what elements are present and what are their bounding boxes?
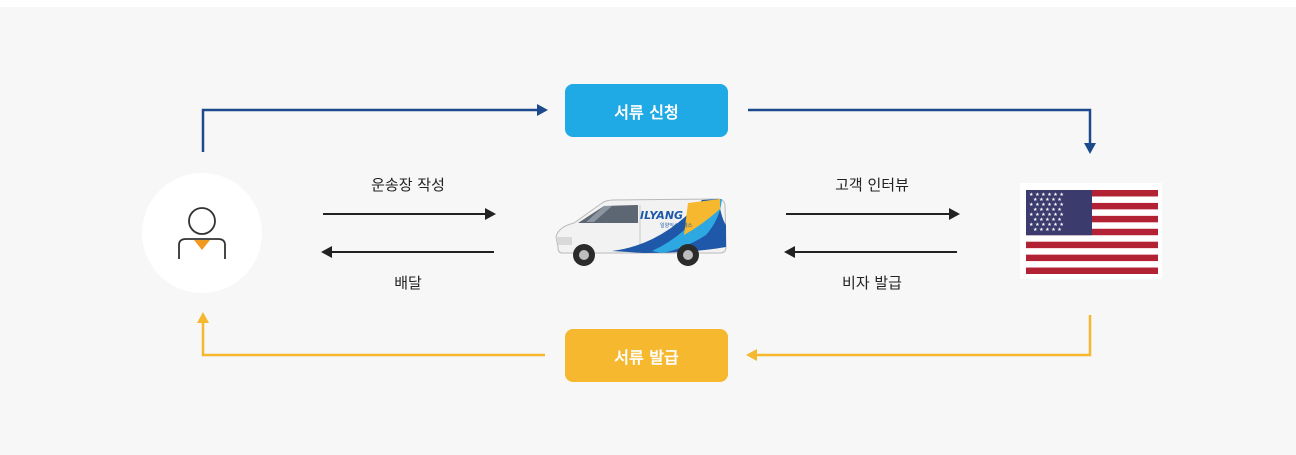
customer-avatar	[142, 173, 262, 293]
request-line-right	[748, 108, 1092, 146]
embassy-arrowhead	[1084, 143, 1096, 154]
delivery-label: 배달	[394, 274, 422, 292]
visa-label: 비자 발급	[842, 274, 902, 292]
waybill-label: 운송장 작성	[371, 176, 445, 194]
svg-text:★ ★ ★ ★ ★ ★: ★ ★ ★ ★ ★ ★	[1029, 202, 1064, 208]
delivery-arrowhead	[321, 246, 332, 258]
van-brand-kr-text: 일양익스프레스	[660, 222, 693, 229]
us-flag-icon: ★ ★ ★ ★ ★ ★ ★ ★ ★ ★ ★ ★ ★ ★ ★ ★ ★ ★ ★ ★ …	[1020, 183, 1162, 279]
issue-arrowhead	[746, 349, 757, 361]
svg-text:★ ★ ★ ★ ★ ★: ★ ★ ★ ★ ★ ★	[1029, 222, 1064, 228]
svg-text:★ ★ ★ ★ ★: ★ ★ ★ ★ ★	[1033, 217, 1062, 223]
svg-text:★ ★ ★ ★ ★ ★: ★ ★ ★ ★ ★ ★	[1029, 192, 1064, 198]
request-arrowhead	[537, 104, 548, 116]
issue-line-left	[201, 320, 545, 357]
svg-text:★ ★ ★ ★ ★: ★ ★ ★ ★ ★	[1033, 197, 1062, 203]
svg-text:★ ★ ★ ★ ★: ★ ★ ★ ★ ★	[1033, 227, 1062, 233]
request-documents-button[interactable]: 서류 신청	[565, 84, 728, 137]
interview-arrowhead	[949, 208, 960, 220]
visa-arrowhead	[784, 246, 795, 258]
delivery-van-icon: ILYANG 일양익스프레스	[555, 198, 727, 266]
customer-arrowhead	[197, 312, 209, 323]
issue-line-right	[755, 315, 1092, 357]
issue-documents-button[interactable]: 서류 발급	[565, 329, 728, 382]
user-icon	[178, 207, 226, 259]
waybill-arrowhead	[485, 208, 496, 220]
request-line-left	[201, 108, 540, 152]
van-brand-text: ILYANG	[640, 209, 683, 222]
svg-text:★ ★ ★ ★ ★: ★ ★ ★ ★ ★	[1033, 207, 1062, 213]
svg-text:★ ★ ★ ★ ★ ★: ★ ★ ★ ★ ★ ★	[1029, 212, 1064, 218]
interview-label: 고객 인터뷰	[835, 176, 909, 194]
